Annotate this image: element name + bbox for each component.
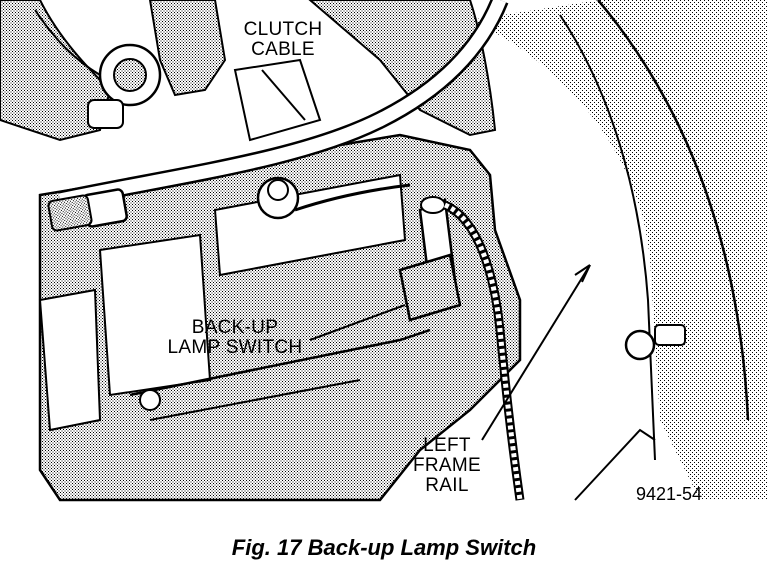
- label-left-frame-rail-line1: LEFT: [423, 435, 471, 456]
- label-clutch-cable-line1: CLUTCH: [243, 19, 323, 40]
- frame-rail-bolt: [624, 324, 686, 361]
- clutch-cable: [47, 0, 509, 232]
- backup-lamp-switch: [398, 196, 462, 322]
- label-backup-lamp-switch-line1: BACK-UP: [191, 317, 279, 338]
- label-backup-lamp-switch: BACK-UP LAMP SWITCH: [150, 318, 320, 358]
- label-backup-lamp-switch-line2: LAMP SWITCH: [167, 337, 303, 358]
- label-left-frame-rail-line3: RAIL: [425, 475, 469, 496]
- mounting-bolt: [256, 176, 411, 220]
- figure-code: 9421-54: [636, 484, 703, 504]
- leader-lines: [261, 69, 591, 441]
- transmission-housing: [38, 133, 522, 502]
- label-clutch-cable: CLUTCH CABLE: [228, 20, 338, 60]
- wiring-harness: [442, 200, 525, 501]
- engine-components: [0, 0, 497, 142]
- label-clutch-cable-line2: CABLE: [251, 39, 315, 60]
- fender-panel: [470, 0, 768, 501]
- label-left-frame-rail: LEFT FRAME RAIL: [392, 436, 502, 496]
- figure-caption: Fig. 17 Back-up Lamp Switch: [231, 535, 537, 560]
- label-left-frame-rail-line2: FRAME: [413, 455, 481, 476]
